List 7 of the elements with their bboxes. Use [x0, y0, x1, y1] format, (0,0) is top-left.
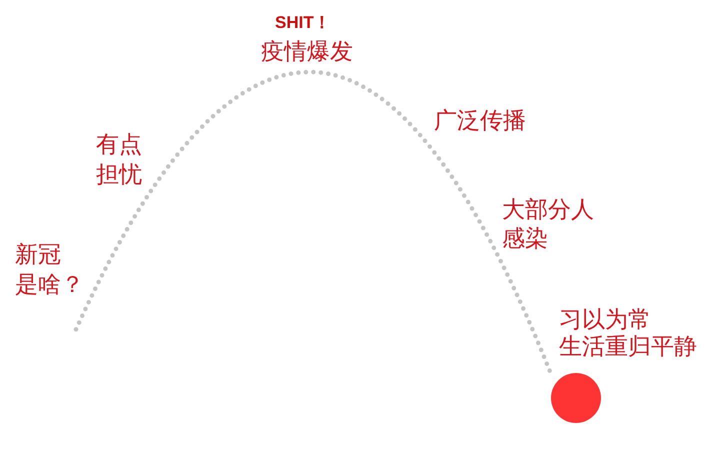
exclamation-label: SHIT！	[275, 13, 331, 33]
stage-label: 大部分人感染	[502, 196, 595, 254]
stage-label: 新冠是啥？	[15, 241, 85, 300]
stage-label: 有点担忧	[96, 131, 143, 190]
stage-label: 疫情爆发	[261, 38, 354, 67]
stage-label: 广泛传播	[434, 107, 527, 136]
stage-label: 习以为常生活重归平静	[559, 307, 698, 361]
